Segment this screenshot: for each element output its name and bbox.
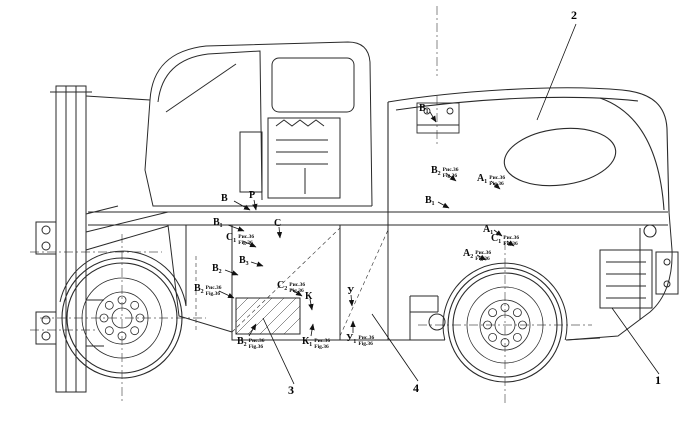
- cab: [144, 41, 373, 207]
- label-B2-a: В₂: [212, 263, 222, 274]
- label-B1-top: В₁: [419, 103, 429, 114]
- callout-1: 1: [655, 373, 661, 387]
- callout-2: 2: [571, 8, 577, 22]
- label-B3: В₃: [239, 255, 249, 266]
- label-U: У: [347, 286, 355, 297]
- engine-hood: [387, 87, 670, 213]
- rear-body: [565, 211, 679, 341]
- mount-bracket: [416, 102, 460, 134]
- lower-body: [59, 210, 601, 341]
- leader-arrows: [218, 111, 515, 337]
- label-B: В: [221, 193, 228, 204]
- frame-rails: [88, 211, 668, 238]
- label-C: С: [274, 218, 282, 229]
- label-P: Р: [249, 190, 256, 201]
- callout-4: 4: [413, 381, 419, 395]
- label-K: К: [305, 291, 313, 302]
- rear-wheel: [447, 267, 563, 383]
- label-A1-right: А₁: [483, 224, 494, 235]
- callout-leaders: [262, 23, 660, 385]
- callout-3: 3: [288, 383, 294, 397]
- centerlines: [30, 6, 592, 406]
- mast: [35, 85, 197, 393]
- front-wheel: [61, 257, 183, 379]
- label-B1-left: В₁: [213, 217, 223, 228]
- label-B1-right: В₁: [425, 195, 435, 206]
